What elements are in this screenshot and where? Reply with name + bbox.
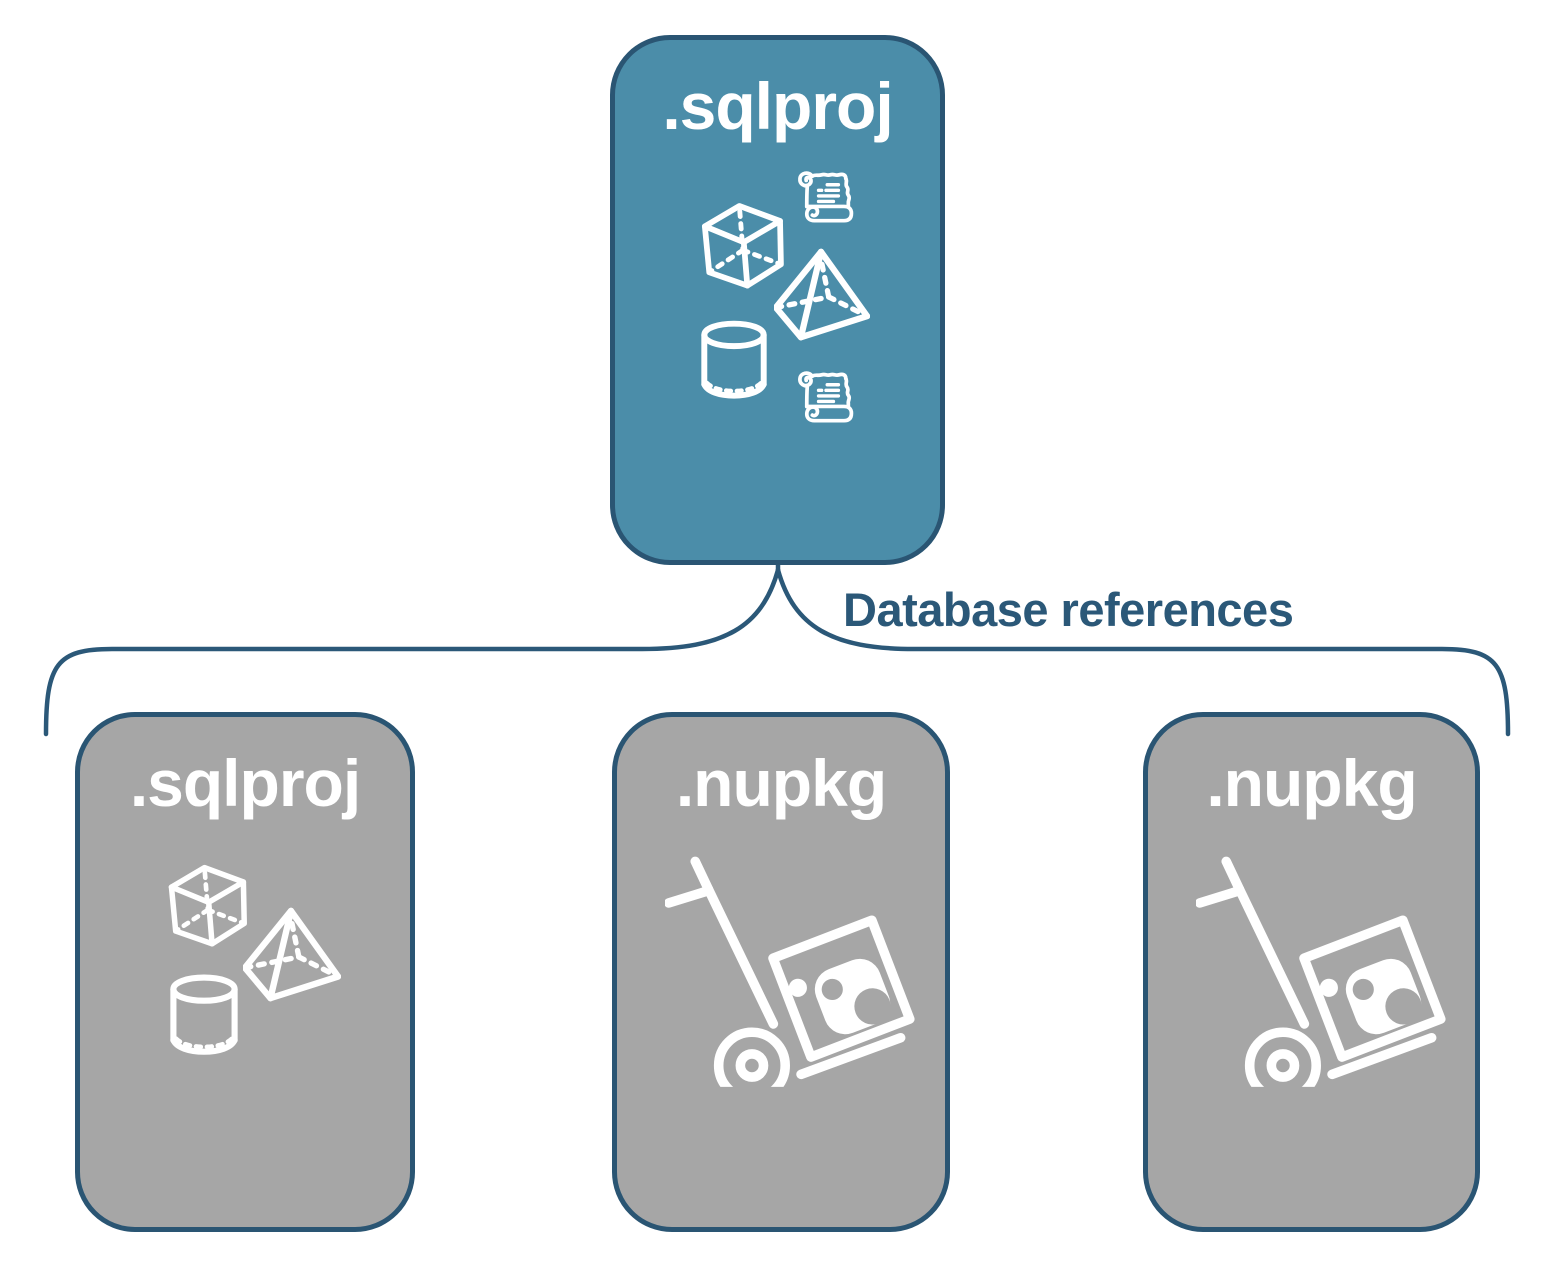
- node-sqlproj-root: .sqlproj: [610, 35, 945, 565]
- brace-left-half: [43, 567, 781, 737]
- scroll-icon: [795, 168, 857, 230]
- node-title: .sqlproj: [662, 69, 893, 143]
- pyramid-icon: [242, 907, 342, 1005]
- package-handtruck-icon: [665, 855, 917, 1087]
- package-handtruck-icon: [1196, 855, 1448, 1087]
- pyramid-icon: [773, 248, 871, 344]
- node-sqlproj-reference: .sqlproj: [75, 712, 415, 1232]
- node-title: .nupkg: [675, 746, 887, 820]
- cylinder-icon: [701, 320, 767, 400]
- scroll-icon: [795, 368, 857, 430]
- node-nupkg-reference-1: .nupkg: [612, 712, 950, 1232]
- connector-label: Database references: [843, 583, 1294, 636]
- cylinder-icon: [170, 974, 238, 1056]
- cube-icon: [163, 860, 251, 948]
- node-title: .nupkg: [1206, 746, 1417, 820]
- node-nupkg-reference-2: .nupkg: [1143, 712, 1480, 1232]
- node-title: .sqlproj: [129, 746, 361, 820]
